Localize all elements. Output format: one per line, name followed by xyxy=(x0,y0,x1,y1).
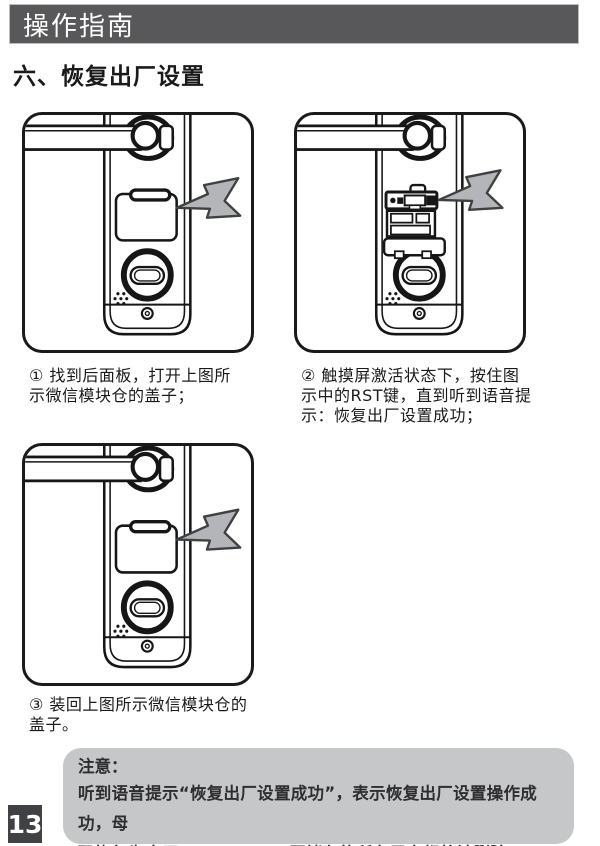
section-title: 六、恢复出厂设置 xyxy=(13,64,205,90)
note-title: 注意： xyxy=(78,757,128,776)
note-body: 听到语音提示“恢复出厂设置成功”，表示恢复出厂设置操作成功，母 码恢复为出厂“1… xyxy=(78,784,538,846)
step-2-caption: ② 触摸屏激活状态下，按住图 示中的RST键，直到听到语音提 示：恢复出厂设置成… xyxy=(301,366,532,425)
page-header-title: 操作指南 xyxy=(23,11,136,42)
step-3-caption: ③ 装回上图所示微信模块仓的 盖子。 xyxy=(29,695,248,734)
figure-step-1 xyxy=(22,112,254,353)
page-number: 13 xyxy=(8,805,42,843)
figure-step-3 xyxy=(22,443,254,686)
note-box: 注意： 听到语音提示“恢复出厂设置成功”，表示恢复出厂设置操作成功，母 码恢复为… xyxy=(63,748,574,846)
lock-back-panel-closed-illustration xyxy=(25,115,251,350)
page-header-bar: 操作指南 xyxy=(10,5,578,43)
figure-step-2 xyxy=(294,112,526,353)
lock-back-panel-closed-illustration xyxy=(25,446,251,683)
lock-back-panel-open-rst-illustration xyxy=(297,115,523,350)
step-1-caption: ① 找到后面板，打开上图所 示微信模块仓的盖子； xyxy=(29,366,231,405)
